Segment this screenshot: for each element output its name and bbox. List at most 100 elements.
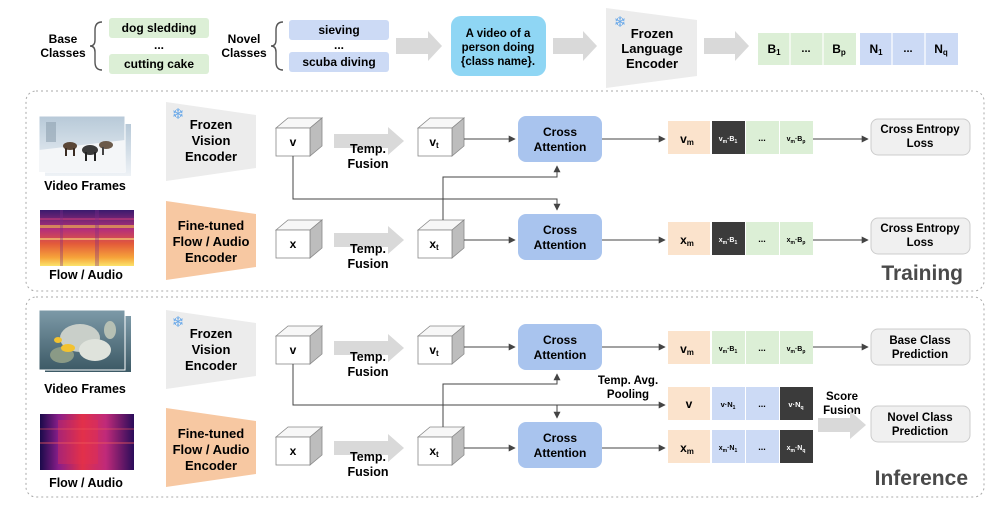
novel-class-label-1: sieving [318,23,359,37]
training-loss-x [870,217,971,255]
training-cross-attention-v [518,116,602,162]
novel-embed-n1: N1 [869,42,883,57]
inference-cross-attention-v [518,324,602,370]
base-class-label-2: cutting cake [124,57,194,71]
svg-text:Attention: Attention [534,238,587,252]
training-vision-enc-line-1: Frozen [190,117,233,132]
training-vision-enc-line-2: Vision [192,133,231,148]
svg-text:vm·B1: vm·B1 [719,136,738,145]
inference-vision-encoder [166,310,256,389]
training-temp-fusion-arrow-x [334,226,404,254]
score-fusion-line-2: Fusion [823,405,861,417]
novel-class-ellipsis: ... [334,38,344,52]
training-temp-fusion-x-1: Temp. [350,242,386,256]
base-class-prediction [870,328,971,366]
base-classes-label-1: Base [49,32,78,46]
svg-text:xm·Nq: xm·Nq [787,445,806,454]
svg-text:Vision: Vision [192,342,231,357]
language-encoder-trapezoid [606,8,697,88]
svg-text:Cross: Cross [543,125,577,139]
inference-pooled-v-scores: v v·N1 ... v·Nq [668,387,813,420]
header-flow-arrow-2 [553,31,597,61]
training-audio-encoder [166,201,256,280]
base-text-embeddings: B1 ... Bp [758,33,856,65]
training-audio-caption: Flow / Audio [49,268,123,282]
svg-text:vm: vm [680,342,694,357]
novel-classes-label-1: Novel [228,32,261,46]
svg-text:v: v [686,397,693,411]
base-embed-b1: B1 [767,42,781,57]
inference-audio-encoder [166,408,256,487]
svg-text:...: ... [758,442,766,452]
svg-text:Fine-tuned: Fine-tuned [178,426,244,441]
svg-text:vt: vt [429,343,439,358]
training-video-frames-image [38,115,131,176]
inference-x-cube: x [274,426,324,466]
base-embed-ellipsis: ... [801,43,810,55]
inference-cross-attention-x [518,422,602,468]
snowflake-icon: ❄ [172,106,185,123]
novel-embed-nq: Nq [934,42,948,57]
training-audio-enc-line-1: Fine-tuned [178,218,244,233]
training-temp-fusion-arrow-v [334,127,404,155]
training-xt-cube: xt [416,219,466,259]
training-temp-fusion-v-1: Temp. [350,142,386,156]
inference-connectors [292,343,869,452]
inference-v-cube: v [274,325,324,365]
svg-text:Prediction: Prediction [892,426,948,438]
svg-text:Cross: Cross [543,431,577,445]
svg-text:xt: xt [429,237,439,252]
svg-text:v·Nq: v·Nq [788,400,803,411]
svg-text:Cross: Cross [543,223,577,237]
base-classes-label-2: Classes [40,46,86,60]
svg-text:xm: xm [680,441,694,456]
training-flow-audio-image [40,210,134,266]
inference-temp-fusion-arrow-x [334,434,404,462]
svg-text:Temp.: Temp. [350,350,386,364]
svg-text:Cross: Cross [543,333,577,347]
svg-text:Attention: Attention [534,140,587,154]
inference-video-caption: Video Frames [44,382,126,396]
header-row: Base Classes dog sledding ... cutting ca… [40,8,958,88]
training-vm-scores: vm vm·B1 ... vm·Bp [668,121,813,154]
svg-text:Temp.: Temp. [350,450,386,464]
svg-text:v: v [290,135,297,149]
svg-text:Loss: Loss [907,138,934,150]
base-class-label-1: dog sledding [122,21,197,35]
svg-text:Fusion: Fusion [348,365,389,379]
inference-xt-cube: xt [416,426,466,466]
training-vt-cube: vt [416,117,466,157]
svg-text:Prediction: Prediction [892,349,948,361]
inference-panel: Video Frames Flow / Audio ❄ Frozen Visio… [25,296,985,498]
base-embed-bp: Bp [832,42,846,57]
header-flow-arrow-3 [704,31,749,61]
svg-text:Encoder: Encoder [185,358,237,373]
training-vision-encoder [166,102,256,181]
training-panel: Video Frames Flow / Audio ❄ Frozen Visio… [25,90,985,292]
inference-audio-caption: Flow / Audio [49,476,123,490]
score-fusion-line-1: Score [826,391,858,403]
svg-text:Encoder: Encoder [185,458,237,473]
svg-text:v: v [290,343,297,357]
novel-embed-ellipsis: ... [903,43,912,55]
snowflake-icon: ❄ [614,14,627,31]
novel-class-box-1 [289,20,389,40]
svg-text:xm·N1: xm·N1 [719,445,738,454]
svg-text:xm·B1: xm·B1 [719,237,738,246]
training-x-cube: x [274,219,324,259]
training-audio-enc-line-2: Flow / Audio [173,234,250,249]
svg-text:...: ... [758,133,766,143]
training-temp-fusion-x-2: Fusion [348,257,389,271]
score-fusion-arrow [818,411,866,439]
svg-text:vm·B1: vm·B1 [719,346,738,355]
novel-text-embeddings: N1 ... Nq [860,33,958,65]
base-classes-brace [89,21,103,71]
training-vision-enc-line-3: Encoder [185,149,237,164]
prompt-template-box [451,16,546,76]
svg-text:x: x [290,444,297,458]
svg-text:vm: vm [680,132,694,147]
inference-panel-title: Inference [875,467,968,490]
svg-text:xm·Bp: xm·Bp [787,237,806,246]
svg-text:Loss: Loss [907,237,934,249]
lang-encoder-line-2: Language [621,41,682,56]
